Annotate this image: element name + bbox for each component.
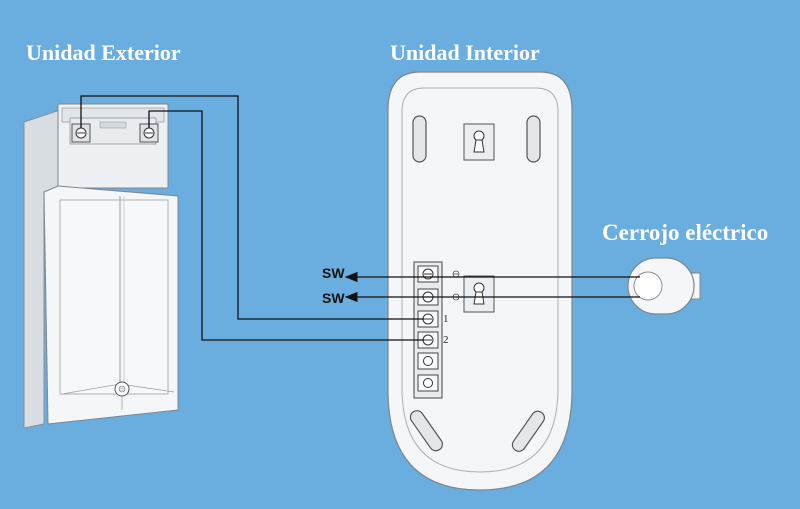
outdoor-front-cover — [43, 185, 179, 425]
wire-outdoor-left-to-terminal-1 — [80, 95, 424, 320]
indoor-terminal-sw-top — [417, 265, 439, 283]
indoor-unit-label: Unidad Interior — [390, 40, 540, 65]
indoor-terminal-block — [413, 261, 443, 399]
sw-label-bottom: SW — [322, 290, 345, 306]
mounting-slot-bottom-right — [511, 410, 545, 452]
indoor-unit-inner-rim — [401, 87, 559, 473]
wiring — [80, 95, 640, 341]
mounting-slot-top-left — [412, 115, 427, 163]
outdoor-unit-label: Unidad Exterior — [26, 40, 181, 65]
indoor-unit — [387, 71, 573, 491]
keyhole-mount-top — [463, 123, 495, 161]
terminal-number-1: 1 — [443, 313, 449, 325]
sw-label-top: SW — [322, 265, 345, 281]
keyhole-mount-middle — [463, 275, 495, 313]
electric-lock-label: Cerrojo eléctrico — [602, 220, 769, 245]
mounting-slot-bottom-left — [409, 410, 443, 452]
electric-lock-face — [633, 271, 663, 301]
terminal-number-2: 2 — [443, 334, 449, 346]
indoor-terminal-5 — [417, 352, 439, 370]
outdoor-terminal-box — [57, 103, 169, 189]
outdoor-unit — [23, 103, 179, 429]
indoor-terminal-6 — [417, 374, 439, 392]
electric-lock — [627, 257, 701, 315]
mounting-slot-top-right — [526, 115, 541, 163]
wire-outdoor-right-to-terminal-2 — [148, 110, 424, 341]
